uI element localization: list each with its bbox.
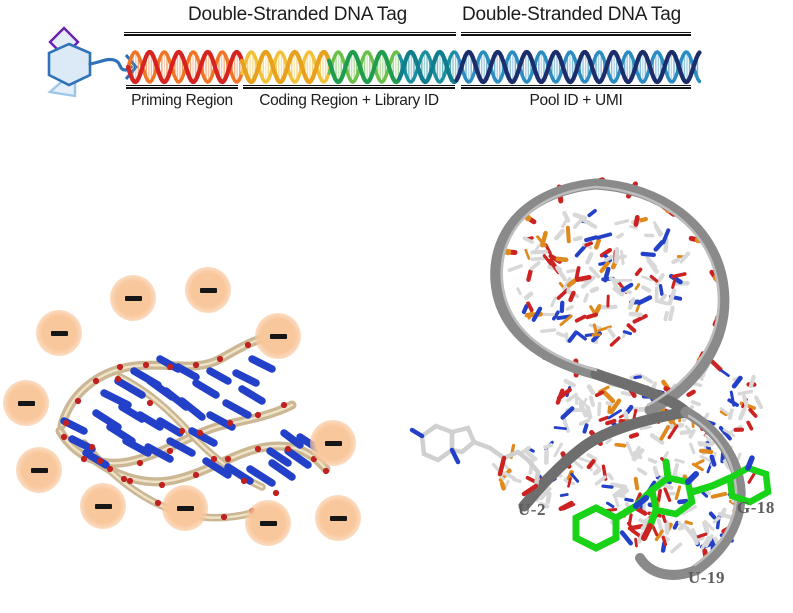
header-label-tag-1: Double-Stranded DNA Tag (188, 4, 407, 25)
footer-label-pool-id: Pool ID + UMI (529, 92, 623, 109)
counterion-minus (310, 420, 356, 466)
footer-label-coding-region: Coding Region + Library ID (259, 92, 439, 109)
footer-rule-priming (126, 85, 238, 89)
counterion-minus (3, 380, 49, 426)
flipped-base-adenosine (409, 423, 541, 497)
rna-structure-graphic (409, 177, 772, 580)
ligand-heteroatoms (633, 455, 755, 541)
footer-rule-pool (461, 85, 691, 89)
header-rule-2 (461, 32, 691, 36)
hexagon-icon (47, 42, 92, 87)
counterion-minus (255, 313, 301, 359)
residue-label-g18: G-18 (737, 498, 775, 517)
header-label-tag-2: Double-Stranded DNA Tag (462, 4, 681, 25)
header-rule-1 (124, 32, 456, 36)
counterion-minus (245, 500, 291, 546)
residue-label-u19: U-19 (688, 568, 725, 587)
duplex-model-atoms (55, 332, 331, 522)
counterion-minus (185, 267, 231, 313)
counterion-minus (162, 485, 208, 531)
counterion-layer (0, 255, 400, 555)
footer-label-priming-region: Priming Region (131, 92, 233, 109)
dna-tag-graphic (47, 26, 702, 98)
nucleic-acid-with-counterions (0, 255, 400, 555)
dna-tag-schematic: Double-Stranded DNA Tag Double-Stranded … (0, 0, 793, 130)
footer-rule-coding (243, 85, 455, 89)
counterion-minus (80, 483, 126, 529)
linker-path (88, 57, 133, 72)
counterion-minus (36, 310, 82, 356)
counterion-minus (16, 447, 62, 493)
rna-ribbon-backbone (490, 178, 746, 580)
residue-label-u2: U-2 (518, 500, 546, 519)
small-molecule-payload (47, 26, 138, 98)
rna-aptamer-ligand-complex: U-2 G-18 U-19 (400, 160, 793, 613)
counterion-minus (110, 275, 156, 321)
counterion-minus (315, 495, 361, 541)
dna-double-helix (125, 49, 702, 85)
dna-double-helix-model (55, 332, 331, 522)
